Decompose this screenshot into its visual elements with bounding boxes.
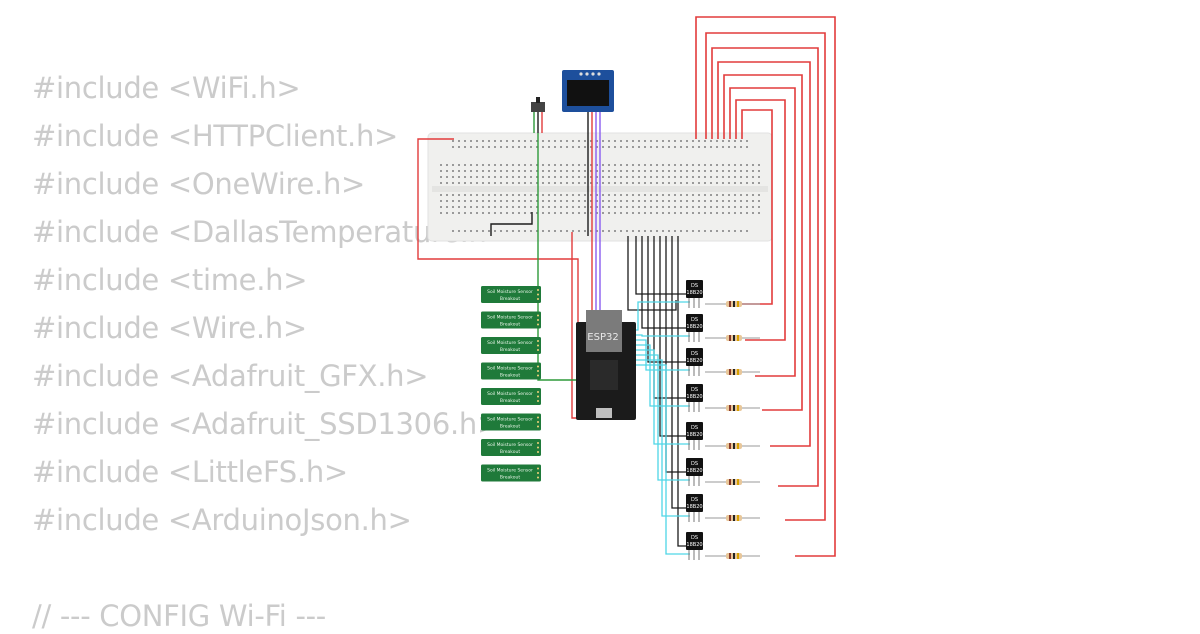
ds-label: 18B20 [686,290,702,296]
red-loop-wire [723,74,803,411]
code-line-1: #include <WiFi.h> [32,71,301,105]
code-line-7: #include <Adafruit_GFX.h> [32,359,429,393]
ds-label: DS [691,461,698,467]
sensor-sublabel: Breakout [500,347,520,353]
ds-label: DS [691,351,698,357]
code-line-3: #include <OneWire.h> [32,167,366,201]
pullup-resistor[interactable] [705,479,760,485]
ds-label: 18B20 [686,432,702,438]
sensor-label: Soil Moisture Sensor [487,468,533,474]
sensor-sublabel: Breakout [500,424,520,430]
red-loop-wire [711,47,819,487]
ground-wire [659,236,688,437]
sensor-sublabel: Breakout [500,296,520,302]
ds-label: DS [691,425,698,431]
pullup-resistor[interactable] [705,335,760,341]
data-wire [636,334,690,337]
red-loop-wire [717,61,811,447]
code-line-12: // --- CONFIG Wi-Fi --- [32,599,326,633]
ds-label: DS [691,283,698,289]
code-line-6: #include <Wire.h> [32,311,307,345]
data-wire [636,359,690,517]
ground-wire [647,236,688,363]
ground-wire [635,236,688,295]
pullup-resistor[interactable] [705,405,760,411]
red-bus-loops [695,16,836,557]
sensor-sublabel: Breakout [500,373,520,379]
sensor-label: Soil Moisture Sensor [487,315,533,321]
ground-wire [671,236,688,509]
red-loop-wire [735,99,786,341]
data-wire [636,349,690,445]
sensor-label: Soil Moisture Sensor [487,442,533,448]
sensor-sublabel: Breakout [500,449,520,455]
ds-label: DS [691,317,698,323]
oled-display[interactable] [562,70,614,112]
sensor-sublabel: Breakout [500,475,520,481]
code-line-5: #include <time.h> [32,263,308,297]
pullup-resistor[interactable] [705,515,760,521]
ground-wire [641,236,688,329]
code-line-8: #include <Adafruit_SSD1306.h> [32,407,501,441]
ds-label: 18B20 [686,504,702,510]
code-line-10: #include <ArduinoJson.h> [32,503,412,537]
ground-wire [653,236,688,399]
sensor-label: Soil Moisture Sensor [487,289,533,295]
slide-switch[interactable] [531,97,545,133]
sensor-label: Soil Moisture Sensor [487,340,533,346]
esp32-board[interactable]: ESP32 [576,310,636,420]
pullup-resistor[interactable] [705,443,760,449]
data-wire [636,364,690,555]
sensor-sublabel: Breakout [500,322,520,328]
code-line-9: #include <LittleFS.h> [32,455,348,489]
ds-label: DS [691,535,698,541]
data-wire [636,344,690,407]
ds-label: 18B20 [686,468,702,474]
red-loop-wire [705,32,826,521]
ds-label: 18B20 [686,324,702,330]
red-loop-wire [695,16,836,557]
data-wire [636,301,690,331]
pullup-resistor[interactable] [705,301,760,307]
sensor-label: Soil Moisture Sensor [487,366,533,372]
sensor-label: Soil Moisture Sensor [487,391,533,397]
ground-wire [627,236,677,311]
sensor-label: Soil Moisture Sensor [487,417,533,423]
ds-label: 18B20 [686,394,702,400]
ds-label: 18B20 [686,358,702,364]
data-wire [636,354,690,481]
ds-label: DS [691,497,698,503]
ground-wire [677,236,688,547]
ds-label: DS [691,387,698,393]
esp32-label: ESP32 [587,332,618,343]
sensor-sublabel: Breakout [500,398,520,404]
pullup-resistor[interactable] [705,369,760,375]
pullup-resistor[interactable] [705,553,760,559]
code-line-2: #include <HTTPClient.h> [32,119,399,153]
ds-label: 18B20 [686,542,702,548]
red-loop-wire [729,87,796,377]
